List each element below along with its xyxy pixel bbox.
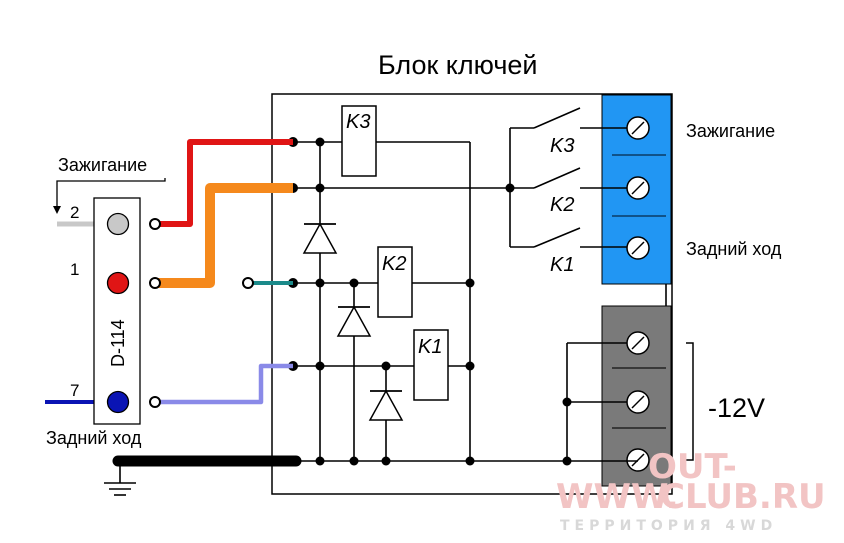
diagram-title: Блок ключей bbox=[378, 50, 538, 80]
svg-text:K3: K3 bbox=[346, 111, 370, 133]
switch-label-k1: K1 bbox=[550, 254, 574, 276]
voltage-bracket bbox=[686, 342, 694, 461]
connector-ends bbox=[149, 218, 254, 408]
svg-text:K2: K2 bbox=[382, 253, 406, 275]
switch-label-k2: K2 bbox=[550, 194, 574, 216]
wire-red bbox=[158, 139, 293, 227]
watermark-tagline: ТЕРРИТОРИЯ 4WD bbox=[560, 518, 777, 534]
screw-terminal-ignition bbox=[626, 116, 650, 140]
screw-terminal-middle bbox=[626, 176, 650, 200]
pin-2-indicator bbox=[106, 212, 130, 236]
pin-7-indicator bbox=[106, 390, 130, 414]
pin-label-7: 7 bbox=[70, 381, 79, 400]
watermark: OUT- WWW. CLUB.RU ТЕРРИТОРИЯ 4WD bbox=[556, 447, 826, 534]
switch-k2 bbox=[533, 167, 581, 189]
pin-1-indicator bbox=[106, 271, 130, 295]
screw-terminal-power-1 bbox=[626, 331, 650, 355]
terminal-label-reverse: Задний ход bbox=[686, 239, 782, 259]
wire-orange bbox=[158, 183, 293, 288]
diode-1 bbox=[302, 222, 338, 254]
switch-k1 bbox=[533, 227, 581, 248]
d114-module: D-114 bbox=[93, 197, 141, 425]
relay-coil-k3: K3 bbox=[341, 105, 377, 177]
relay-coil-k1: K1 bbox=[413, 329, 449, 401]
terminal-label-ignition: Зажигание bbox=[686, 121, 775, 141]
ignition-arrow bbox=[56, 178, 166, 210]
svg-text:K1: K1 bbox=[418, 336, 442, 358]
module-label: D-114 bbox=[108, 319, 128, 367]
watermark-line3: CLUB.RU bbox=[660, 477, 826, 517]
screw-terminal-power-3 bbox=[626, 448, 650, 472]
power-terminal-block bbox=[601, 305, 672, 487]
voltage-label: -12V bbox=[708, 393, 765, 423]
watermark-line1: OUT- bbox=[648, 447, 737, 487]
junction-dots bbox=[288, 137, 572, 466]
pin-label-1: 1 bbox=[70, 260, 79, 279]
screw-terminal-reverse bbox=[626, 236, 650, 260]
arrow-down-icon bbox=[53, 206, 61, 214]
diode-3 bbox=[368, 389, 404, 421]
key-block-enclosure bbox=[271, 93, 673, 495]
switch-k3 bbox=[533, 107, 581, 129]
output-terminal-block bbox=[601, 94, 672, 285]
watermark-line2: WWW. bbox=[556, 477, 679, 517]
diode-2 bbox=[336, 305, 372, 337]
screw-terminal-power-2 bbox=[626, 390, 650, 414]
relay-coil-k2: K2 bbox=[377, 246, 413, 318]
ground-icon bbox=[104, 461, 136, 496]
pin-label-2: 2 bbox=[70, 203, 79, 222]
switch-label-k3: K3 bbox=[550, 135, 574, 157]
wire-lightblue bbox=[158, 363, 293, 405]
internal-wiring bbox=[293, 141, 638, 462]
reverse-input-label: Задний ход bbox=[46, 428, 142, 448]
ignition-input-label: Зажигание bbox=[58, 155, 147, 175]
